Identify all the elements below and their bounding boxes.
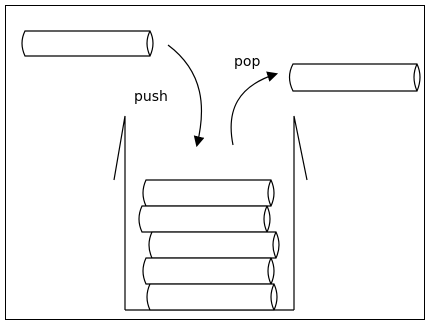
stack-item [148,231,280,259]
container-right-wall [293,115,308,310]
stack-item [142,257,275,285]
diagram-frame [5,5,425,320]
pop-arrow [230,71,279,146]
stack-item [142,179,275,207]
container-left-wall [113,115,126,310]
popped-item [288,63,421,92]
pop-label: pop [234,54,260,70]
push-arrow [167,44,205,148]
stack-item [138,205,271,233]
incoming-item [21,30,154,57]
stack-item [146,283,278,311]
push-label: push [134,89,168,105]
